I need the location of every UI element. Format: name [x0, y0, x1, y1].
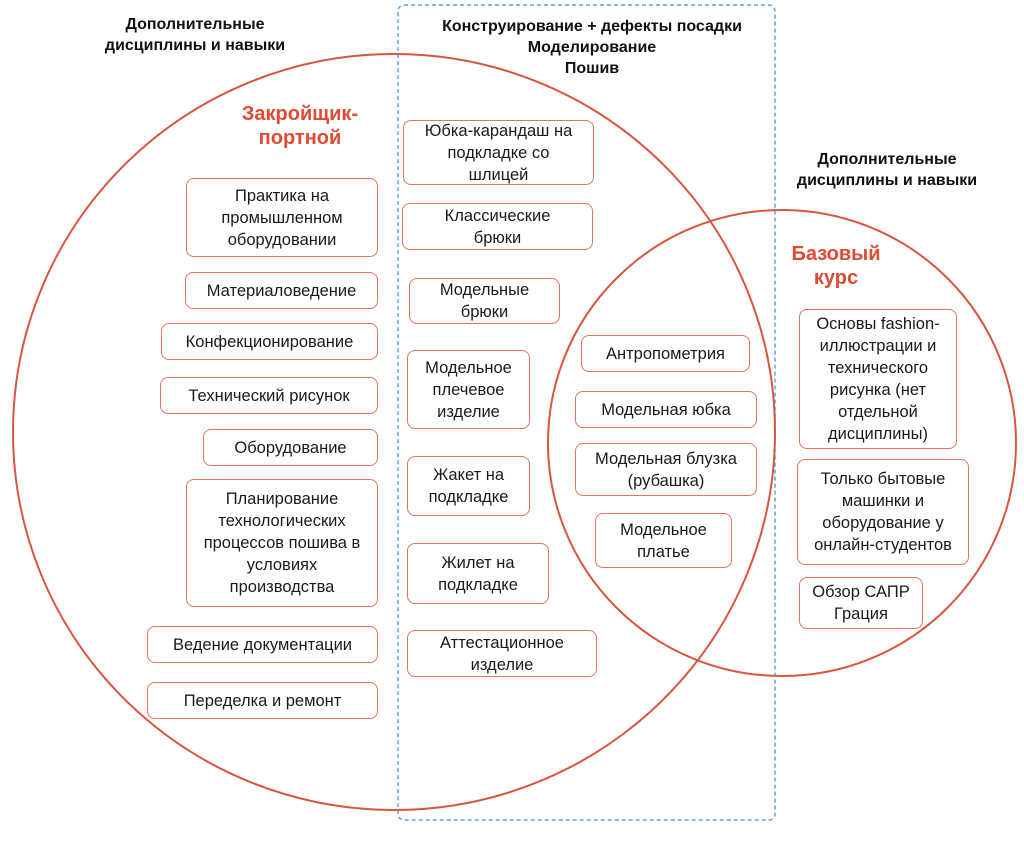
box-materials-science: Материаловедение	[185, 272, 378, 309]
box-home-machines: Только бытовые машинки и оборудование у …	[797, 459, 969, 565]
base-course-circle	[547, 209, 1017, 677]
tailor-circle	[12, 53, 776, 811]
base-course-title: Базовый курс	[791, 243, 881, 289]
box-model-shoulder-item: Модельное плечевое изделие	[407, 350, 530, 429]
box-model-skirt: Модельная юбка	[575, 391, 757, 428]
box-model-trousers: Модельные брюки	[409, 278, 560, 324]
box-fashion-illustration: Основы fashion- иллюстрации и техническо…	[799, 309, 957, 449]
center-dashed-region	[397, 4, 776, 821]
box-certification-item: Аттестационное изделие	[407, 630, 597, 677]
box-model-dress: Модельное платье	[595, 513, 732, 568]
left-extra-header: Дополнительные дисциплины и навыки	[104, 16, 286, 54]
box-pencil-skirt: Юбка-карандаш на подкладке со шлицей	[403, 120, 594, 185]
box-anthropometry: Антропометрия	[581, 335, 750, 372]
box-technical-drawing: Технический рисунок	[160, 377, 378, 414]
box-model-blouse: Модельная блузка (рубашка)	[575, 443, 757, 496]
box-practice-industrial-equipment: Практика на промышленном оборудовании	[186, 178, 378, 257]
box-lined-vest: Жилет на подкладке	[407, 543, 549, 604]
box-production-planning: Планирование технологических процессов п…	[186, 479, 378, 607]
box-confectioning: Конфекционирование	[161, 323, 378, 360]
right-extra-header: Дополнительные дисциплины и навыки	[796, 151, 978, 189]
box-lined-jacket: Жакет на подкладке	[407, 456, 530, 516]
box-classic-trousers: Классические брюки	[402, 203, 593, 250]
center-header: Конструирование + дефекты посадки Модели…	[442, 18, 742, 77]
tailor-title: Закройщик- портной	[241, 103, 359, 149]
box-cad-review: Обзор САПР Грация	[799, 577, 923, 629]
box-documentation: Ведение документации	[147, 626, 378, 663]
box-alteration-repair: Переделка и ремонт	[147, 682, 378, 719]
box-equipment: Оборудование	[203, 429, 378, 466]
